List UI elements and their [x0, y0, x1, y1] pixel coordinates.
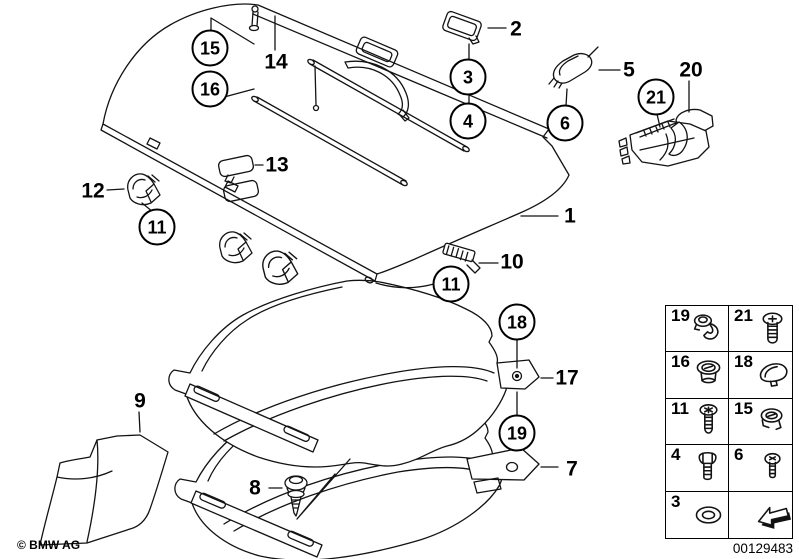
- legend-cell-15[interactable]: 15: [729, 398, 792, 446]
- pan-head-screw-icon: [754, 308, 791, 350]
- legend-cell-3[interactable]: 3: [666, 491, 729, 538]
- grommet-clip-icon: [754, 400, 791, 442]
- callout-2[interactable]: 2: [510, 17, 522, 41]
- callout-6[interactable]: 6: [546, 104, 584, 142]
- cap-drawing-13: [217, 154, 260, 203]
- callout-5[interactable]: 5: [623, 58, 635, 82]
- latch-drawing-20: [618, 108, 714, 167]
- cover-handle: [312, 60, 410, 122]
- wheel-arch-trim-drawing: [39, 434, 169, 546]
- callout-3[interactable]: 3: [449, 58, 487, 96]
- legend-part-number: 15: [734, 398, 753, 418]
- washer-icon: [690, 494, 727, 536]
- legend-cell-direction-arrow-icon[interactable]: [729, 492, 792, 538]
- cargo-cover-drawing: [100, 3, 570, 284]
- pan-screw-icon: [754, 447, 791, 489]
- callout-13[interactable]: 13: [265, 153, 289, 177]
- callout-19[interactable]: 19: [498, 414, 536, 452]
- legend-cell-21[interactable]: 21: [729, 306, 792, 353]
- sill-clip-drawing: [442, 242, 481, 274]
- callout-1[interactable]: 1: [564, 204, 576, 228]
- expansion-rivet-drawing: [284, 475, 308, 517]
- legend-part-number: 6: [734, 445, 744, 465]
- callout-15[interactable]: 15: [191, 29, 229, 67]
- legend-part-number: 16: [671, 352, 690, 372]
- legend-cell-11[interactable]: 11: [666, 398, 729, 446]
- callout-10[interactable]: 10: [500, 250, 524, 274]
- legend-cell-4[interactable]: 4: [666, 445, 729, 492]
- cover-handle-recess: [355, 36, 399, 68]
- phillips-screw-icon: [690, 400, 727, 442]
- legend-part-number: 4: [671, 445, 681, 465]
- legend-part-number: 18: [734, 352, 753, 372]
- copyright-note: © BMW AG: [17, 538, 81, 552]
- callout-14[interactable]: 14: [264, 50, 288, 74]
- bracket-drawing-5: [548, 46, 599, 89]
- legend-part-number: 11: [671, 398, 689, 418]
- legend-cell-16[interactable]: 16: [666, 352, 729, 399]
- legend-part-number: 3: [671, 491, 681, 511]
- callout-21[interactable]: 21: [637, 78, 675, 116]
- wing-knob-icon: [754, 354, 791, 396]
- callout-12[interactable]: 12: [81, 179, 105, 203]
- legend-cell-6[interactable]: 6: [729, 445, 792, 492]
- callout-9[interactable]: 9: [134, 389, 146, 413]
- callout-7[interactable]: 7: [566, 457, 578, 481]
- cap-drawing-2: [442, 10, 482, 45]
- callout-11[interactable]: 11: [432, 265, 470, 303]
- callout-17[interactable]: 17: [555, 366, 579, 390]
- leader-lines: [106, 15, 690, 520]
- hex-bolt-icon: [690, 447, 727, 489]
- middle-floor-panel-drawing: [168, 279, 540, 468]
- callout-8[interactable]: 8: [249, 476, 261, 500]
- legend-cell-19[interactable]: 19: [666, 306, 729, 353]
- diagram-number: 00129483: [732, 541, 793, 556]
- legend-part-number: 19: [671, 306, 690, 325]
- callout-4[interactable]: 4: [449, 102, 487, 140]
- callout-18[interactable]: 18: [498, 303, 536, 341]
- expanding-nut-icon: [690, 354, 727, 396]
- legend-part-number: 21: [734, 306, 753, 325]
- direction-arrow-icon: [754, 494, 791, 536]
- callout-11[interactable]: 11: [138, 208, 176, 246]
- callout-20[interactable]: 20: [679, 58, 703, 82]
- pawl-clip-icon: [690, 308, 727, 350]
- callout-16[interactable]: 16: [191, 70, 229, 108]
- legend-table: 19 21 16 18 11 15 4 6 3: [665, 305, 793, 539]
- pull-pin-drawing: [248, 5, 260, 32]
- legend-cell-18[interactable]: 18: [729, 352, 792, 399]
